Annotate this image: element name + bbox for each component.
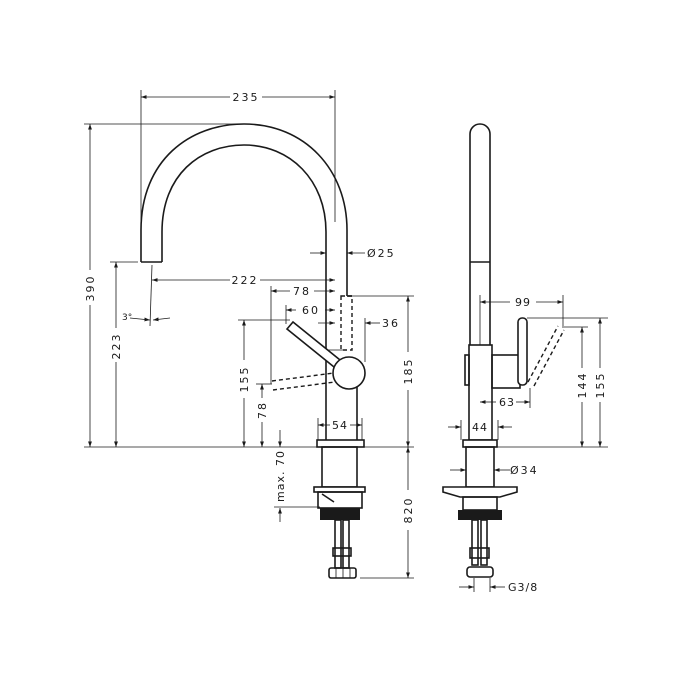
spout-outline [140,123,348,296]
front-view-dimensions: 235 390 223 222 3° 78 60 36 [84,90,415,579]
lever-hub [332,356,366,390]
supply-hose [334,519,342,569]
dim-g3-8: G3/8 [508,581,538,594]
side-view-dimensions: 99 144 155 63 44 Ø34 G3/8 [448,295,608,594]
lever-open-position-side [527,325,565,387]
dim-54: 54 [332,419,348,432]
shank [321,446,358,488]
dim-820: 820 [402,497,415,524]
dim-diameter-34: Ø34 [510,464,539,477]
base-flange [316,439,365,448]
dim-78-horizontal: 78 [293,285,311,298]
dim-185: 185 [402,358,415,385]
side-view-faucet [442,123,565,578]
dim-222: 222 [232,274,259,287]
dim-diameter-25: Ø25 [367,247,396,260]
mounting-nut [320,508,360,520]
base-flange-side [462,439,498,448]
dim-235: 235 [233,91,260,104]
dim-155: 155 [238,366,251,393]
dim-390: 390 [84,275,97,302]
supply-hose-side [471,519,479,566]
lever-side [517,317,528,386]
supply-hose-side [480,519,488,566]
dim-78-vertical: 78 [256,401,269,419]
mounting-plate-side [442,486,518,498]
dim-36: 36 [382,317,400,330]
cartridge-hidden-outline [340,295,353,351]
lever-open-position [271,372,336,391]
dim-3-degree: 3° [122,313,132,323]
hose-fitting [328,567,357,579]
dim-223: 223 [110,333,123,360]
dim-99: 99 [515,296,531,309]
shank-side [465,446,495,488]
dim-63: 63 [499,396,515,409]
hose-fitting-side [466,566,494,578]
front-view-faucet [140,123,366,579]
supply-hose [342,519,350,569]
dim-max-70: max. 70 [274,450,287,502]
dim-155-side: 155 [594,372,607,399]
dim-144: 144 [576,372,589,399]
spout-inner-outline [161,144,327,350]
dim-60: 60 [302,304,320,317]
handle-block [491,354,521,389]
dim-44: 44 [472,421,488,434]
spout-side-outline [469,123,491,345]
mounting-nut-side [458,510,502,520]
